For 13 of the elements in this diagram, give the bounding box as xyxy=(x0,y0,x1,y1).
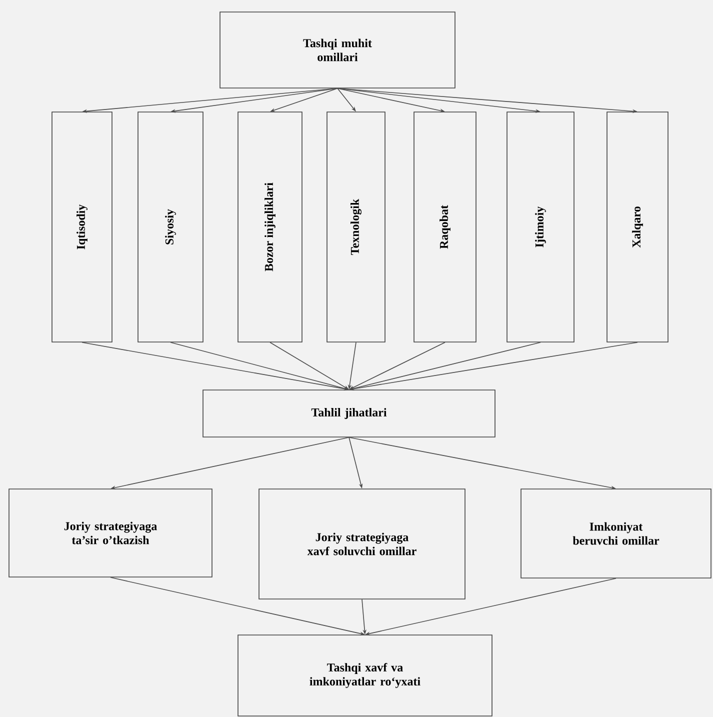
factor-box: Raqobat xyxy=(414,112,476,342)
factor-box: Iqtisodiy xyxy=(52,112,112,342)
factor-box: Ijtimoiy xyxy=(506,112,574,342)
process-box: Joriy strategiyaga ta’sir o’tkazish xyxy=(8,488,212,578)
process-box: Tashqi xavf va imkoniyatlar ro‘yxati xyxy=(238,634,492,716)
factor-box: Bozor injiqliklari xyxy=(238,112,302,342)
factor-box: Xalqaro xyxy=(606,112,668,342)
process-box: Tahlil jihatlari xyxy=(202,390,496,438)
process-box: Joriy strategiyaga xavf soluvchi omillar xyxy=(258,488,466,600)
factor-box: Siyosiy xyxy=(138,112,204,342)
process-box: Imkoniyat beruvchi omillar xyxy=(520,488,712,578)
process-box: Tashqi muhit omillari xyxy=(220,12,456,88)
factor-box: Texnologik xyxy=(326,112,386,342)
